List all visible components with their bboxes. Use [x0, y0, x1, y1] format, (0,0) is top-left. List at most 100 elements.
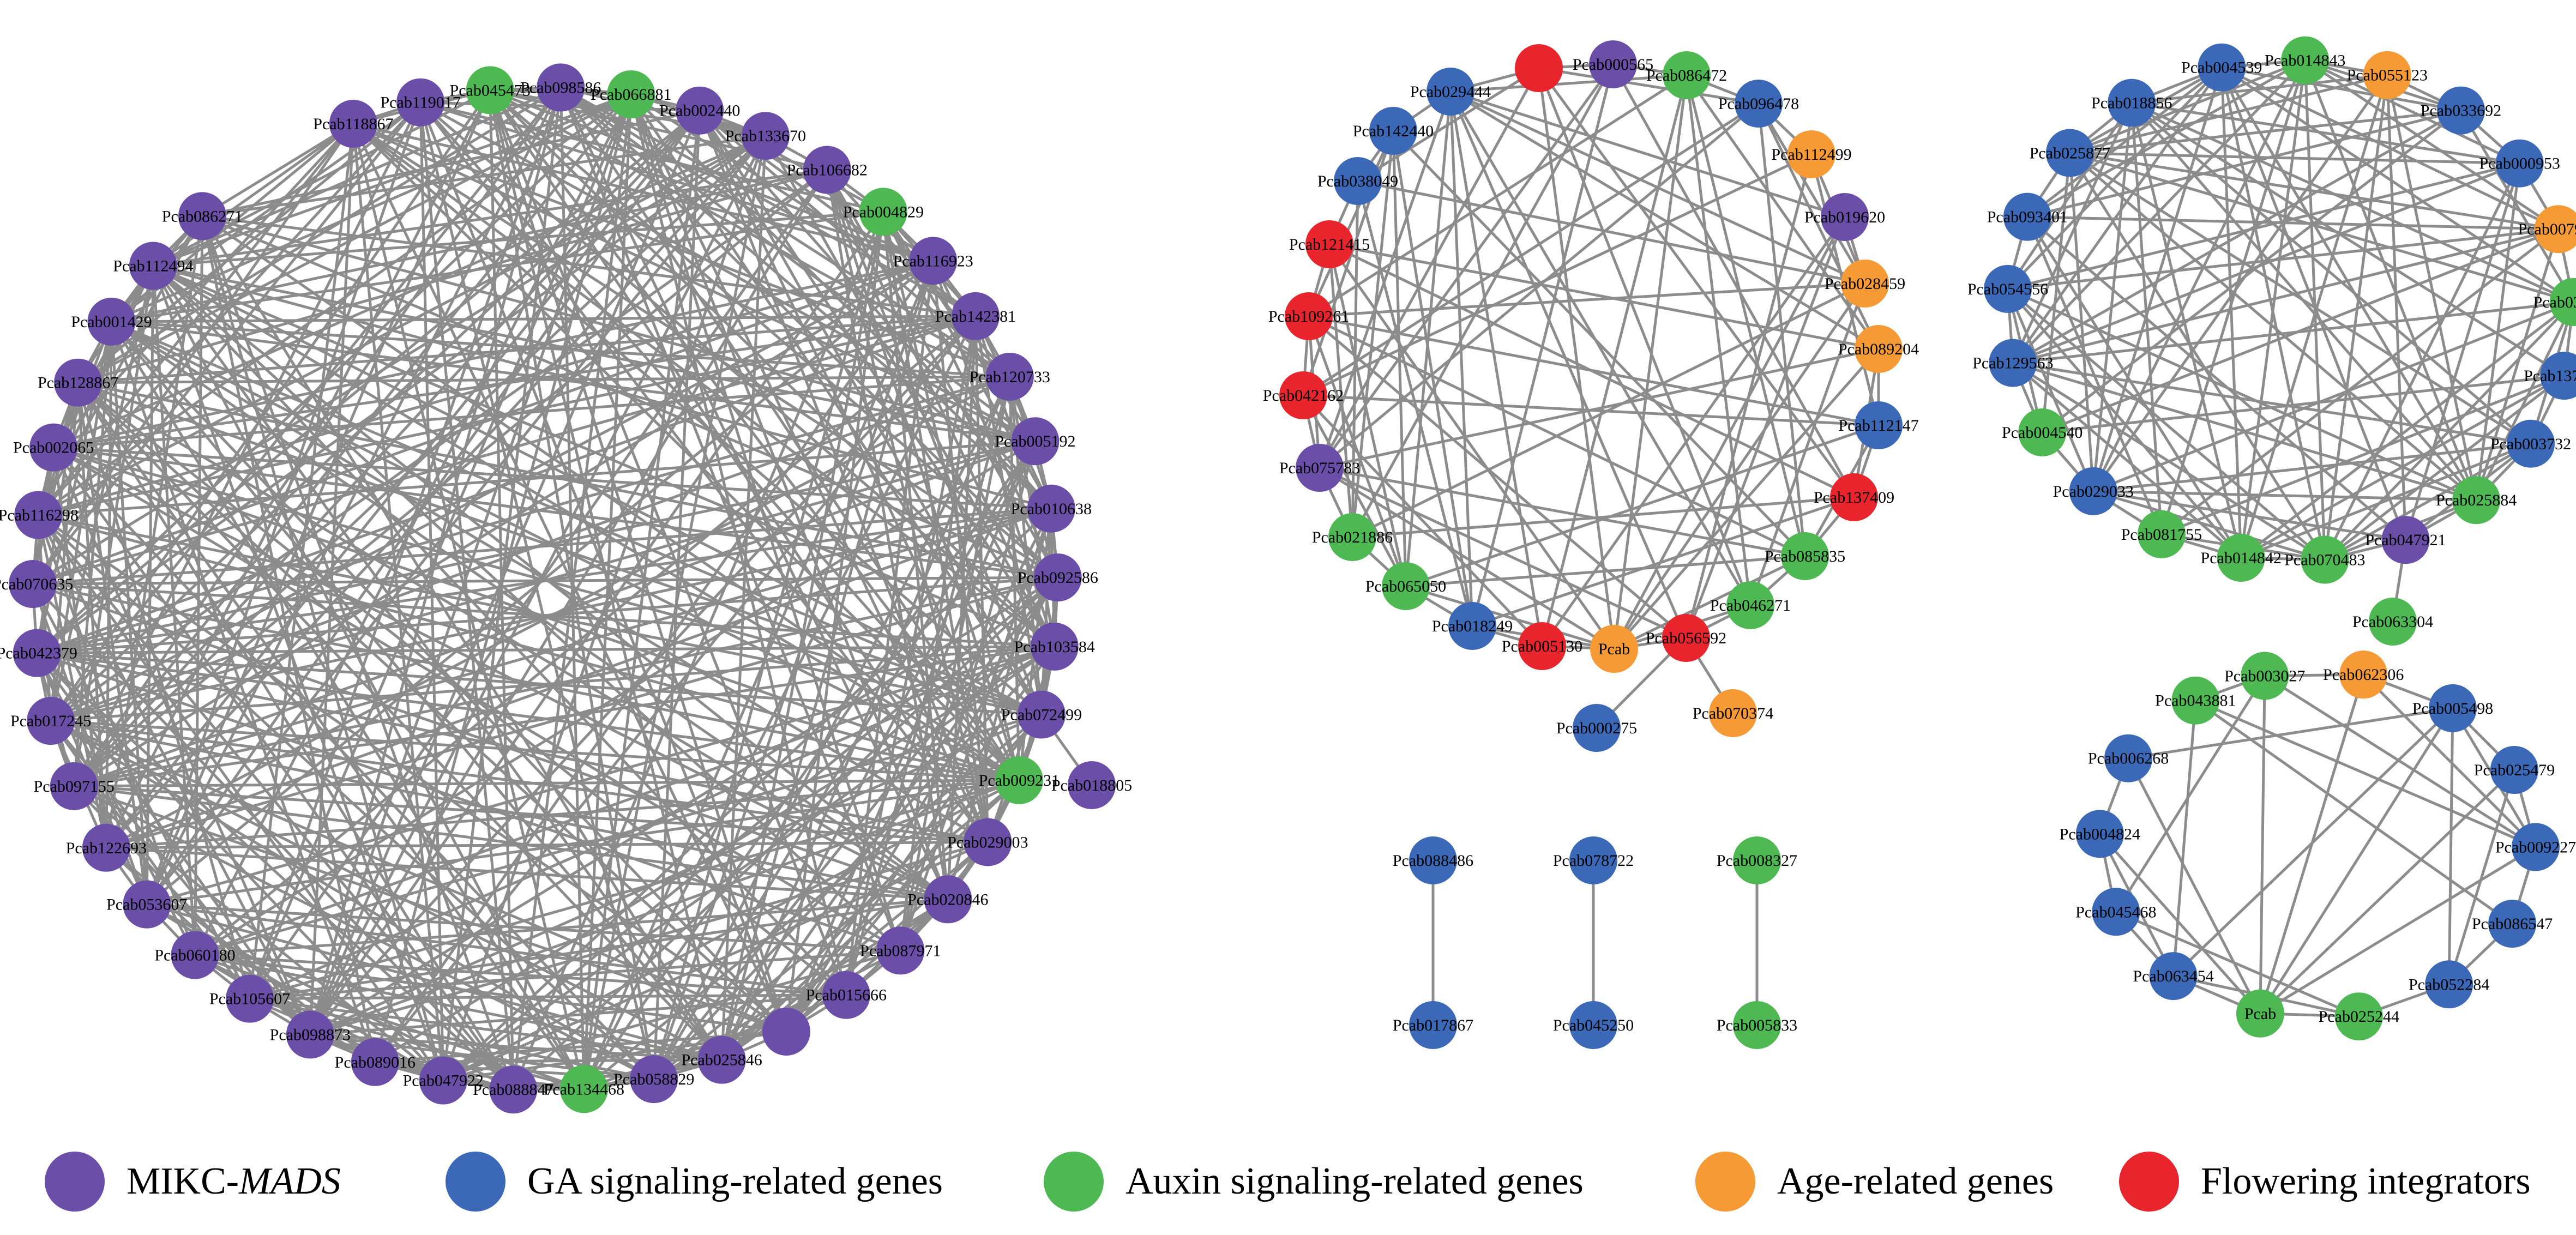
- edge: [309, 315, 977, 1036]
- gene-node-flowering: [1285, 292, 1333, 340]
- gene-node-auxin: [2018, 408, 2067, 457]
- edge: [2131, 101, 2574, 304]
- edge: [146, 135, 767, 906]
- gene-node-auxin: [559, 1065, 608, 1113]
- gene-label: Pcab020846: [907, 890, 988, 908]
- gene-label: Pcab060180: [154, 947, 235, 965]
- edge: [111, 320, 1020, 782]
- edge: [38, 259, 934, 516]
- edge: [1612, 282, 1867, 650]
- gene-node-mikc: [985, 352, 1034, 401]
- gene-label: Pcab142381: [935, 308, 1016, 326]
- edge: [1318, 91, 1452, 468]
- edge: [1405, 424, 1879, 588]
- edge: [77, 381, 1058, 579]
- gene-label: Pcab021886: [1312, 528, 1393, 546]
- edge: [52, 446, 949, 901]
- edge: [2475, 301, 2575, 501]
- edge: [352, 122, 1036, 443]
- edge: [1328, 244, 1407, 587]
- gene-node-mikc: [1011, 417, 1060, 466]
- gene-node-mikc: [909, 237, 958, 285]
- edge: [2069, 152, 2477, 502]
- legend: MIKC-MADS GA signaling-related genes Aux…: [0, 1152, 2576, 1212]
- edge: [2098, 833, 2261, 1015]
- gene-node-mikc: [741, 112, 790, 160]
- edge: [785, 898, 949, 1033]
- edge: [249, 997, 722, 1062]
- gene-node-auxin: [1328, 513, 1376, 561]
- gene-label: Pcab018805: [1051, 776, 1132, 794]
- edge: [1449, 90, 1866, 285]
- legend-label-auxin: Auxin signaling-related genes: [1126, 1160, 1584, 1202]
- edge: [1449, 91, 1474, 626]
- gene-label: Pcab098873: [270, 1026, 351, 1044]
- edge: [2131, 101, 2520, 165]
- gene-node-ga: [2511, 823, 2560, 871]
- gene-node-auxin: [2301, 535, 2349, 584]
- gene-label: Pcab063454: [2133, 967, 2213, 985]
- edge: [1537, 68, 1616, 649]
- edge: [2160, 228, 2560, 535]
- edge: [2386, 75, 2408, 540]
- gene-label: Pcab046271: [1710, 597, 1791, 615]
- edge: [78, 375, 1010, 384]
- edge: [419, 101, 1036, 443]
- gene-label: Pcab106682: [787, 161, 868, 179]
- gene-node-mikc: [1068, 761, 1116, 809]
- gene-node-mikc: [1033, 553, 1082, 602]
- edge: [152, 264, 1055, 648]
- gene-node-ga: [1989, 339, 2037, 387]
- edge: [629, 94, 902, 951]
- edge: [152, 264, 847, 996]
- gene-node-mikc: [1027, 484, 1075, 533]
- gene-node-ga: [2045, 129, 2094, 177]
- edge: [201, 122, 354, 218]
- edge: [152, 264, 1020, 782]
- gene-node-age: [1787, 130, 1835, 178]
- edge: [77, 381, 787, 1033]
- gene-label: Pcab005833: [1717, 1016, 1797, 1034]
- gene-label: Pcab028459: [1825, 275, 1905, 293]
- edge: [720, 376, 1012, 1061]
- edge: [73, 260, 934, 788]
- edge: [32, 583, 515, 1091]
- edge: [49, 265, 155, 721]
- edge: [1319, 103, 1760, 469]
- gene-label: Pcab018249: [1432, 617, 1513, 635]
- edge: [1540, 216, 1846, 647]
- gene-label: Pcab045250: [1553, 1016, 1634, 1034]
- gene-node-age: [1709, 689, 1757, 737]
- gene-node-ga: [2436, 86, 2485, 135]
- edge: [1685, 75, 1752, 606]
- edge: [309, 110, 701, 1035]
- gene-label: Pcab056592: [1646, 629, 1726, 647]
- edge: [653, 646, 1056, 1080]
- gene-node-auxin: [2452, 476, 2501, 525]
- gene-node-auxin: [1726, 581, 1774, 629]
- edge: [1392, 130, 1474, 626]
- edge: [2115, 910, 2360, 1018]
- edge: [1318, 63, 1615, 469]
- edge: [111, 320, 1036, 443]
- edge: [2012, 362, 2531, 445]
- edge: [1449, 91, 1688, 638]
- edge: [2026, 66, 2223, 218]
- edge: [1308, 282, 1865, 318]
- gene-node-auxin: [2281, 36, 2330, 85]
- legend-item-auxin: Auxin signaling-related genes: [1044, 1152, 1584, 1212]
- gene-node-mikc: [396, 78, 445, 126]
- gene-label: Pcab112147: [1838, 417, 1918, 435]
- edge: [106, 846, 948, 901]
- gene-label: Pcab097155: [34, 778, 115, 796]
- edge: [629, 94, 848, 996]
- gene-node-mikc: [489, 1065, 538, 1114]
- edge: [2026, 216, 2242, 559]
- gene-node-flowering: [1279, 371, 1327, 419]
- gene-node-auxin: [1781, 532, 1829, 580]
- edge: [1613, 348, 1880, 650]
- gene-node-auxin: [1663, 51, 1711, 99]
- gene-label: Pcab000953: [2479, 155, 2560, 173]
- gene-label: Pcab005498: [2412, 700, 2493, 718]
- gene-label: Pcab004540: [2002, 424, 2083, 442]
